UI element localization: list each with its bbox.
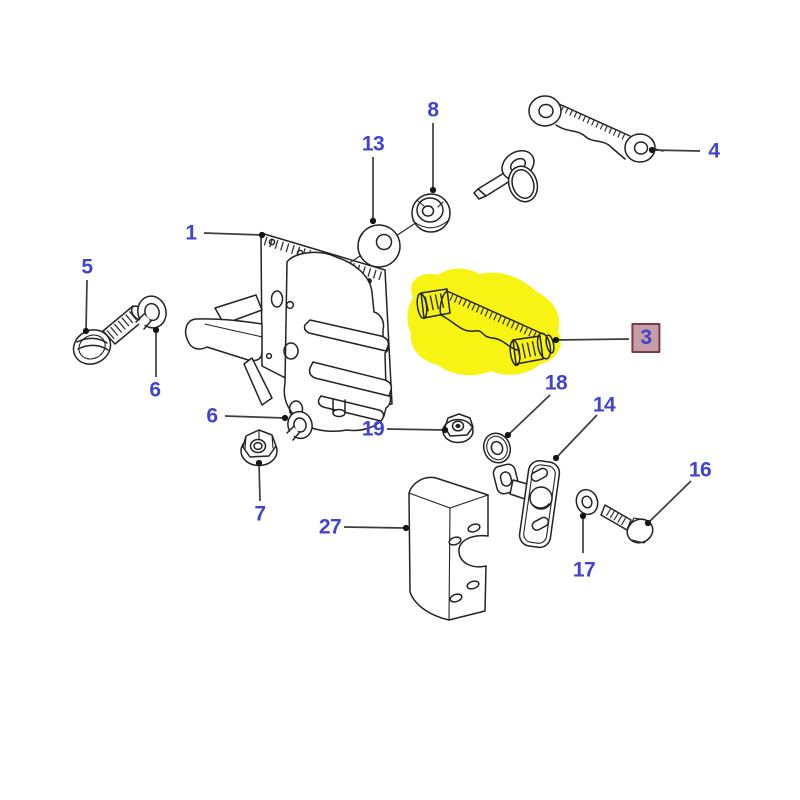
part-6-washer-lower <box>286 410 313 441</box>
leader-line <box>386 428 446 431</box>
leader-dot <box>258 231 266 239</box>
leader-dot <box>281 414 289 422</box>
part-5-screw <box>72 305 146 365</box>
leader-dot <box>441 426 449 434</box>
leader-dot <box>552 454 560 462</box>
leader-dot <box>644 519 652 527</box>
callout-label-8[interactable]: 8 <box>427 98 439 122</box>
leader-dot <box>429 186 437 194</box>
leader-line <box>555 414 598 459</box>
key <box>473 149 539 203</box>
callout-label-16[interactable]: 16 <box>688 458 712 482</box>
leader-dot <box>152 326 160 334</box>
leader-line <box>507 394 551 436</box>
callout-label-6-lower[interactable]: 6 <box>206 404 218 428</box>
leader-line <box>224 415 286 419</box>
part-6-washer-upper <box>135 295 167 330</box>
part-7-nut <box>240 429 278 467</box>
part-3-link-highlighted <box>416 288 555 367</box>
callout-label-14[interactable]: 14 <box>592 393 616 417</box>
part-27-block <box>408 476 489 621</box>
leader-dot <box>82 327 90 335</box>
leader-dot <box>504 431 512 439</box>
leader-line <box>647 480 692 524</box>
leader-dot <box>552 336 560 344</box>
callout-label-13[interactable]: 13 <box>361 132 385 156</box>
callout-label-6-upper[interactable]: 6 <box>149 378 161 402</box>
part-18-washer <box>482 432 512 464</box>
leader-dot <box>579 512 587 520</box>
leader-line <box>85 279 88 332</box>
callout-label-3[interactable]: 3 <box>631 323 661 353</box>
callout-label-19[interactable]: 19 <box>361 417 385 441</box>
part-8-nut <box>411 193 451 233</box>
callout-label-17[interactable]: 17 <box>572 558 596 582</box>
callout-label-7[interactable]: 7 <box>254 502 266 526</box>
leader-line <box>258 462 261 502</box>
leader-lines-layer <box>82 123 701 553</box>
leader-dot <box>648 146 656 154</box>
callout-label-1[interactable]: 1 <box>185 221 197 245</box>
callout-label-5[interactable]: 5 <box>81 255 93 279</box>
part-17-washer <box>575 488 599 516</box>
callout-label-4[interactable]: 4 <box>708 139 720 163</box>
part-14-striker <box>492 460 561 549</box>
part-19-nut <box>442 413 474 444</box>
leader-line <box>651 149 701 152</box>
leader-line <box>203 232 263 236</box>
part-3-highlight <box>407 268 561 376</box>
leader-line <box>343 526 407 529</box>
part-13-washer <box>357 224 401 268</box>
leader-dot <box>369 217 377 225</box>
leader-dot <box>402 524 410 532</box>
leader-dot <box>255 459 263 467</box>
part-16-bolt <box>600 504 654 544</box>
callout-label-27[interactable]: 27 <box>318 515 342 539</box>
part-4-link <box>528 95 664 163</box>
leader-line <box>555 338 630 341</box>
part-1-latch-assembly <box>184 223 415 432</box>
callout-label-18[interactable]: 18 <box>544 371 568 395</box>
